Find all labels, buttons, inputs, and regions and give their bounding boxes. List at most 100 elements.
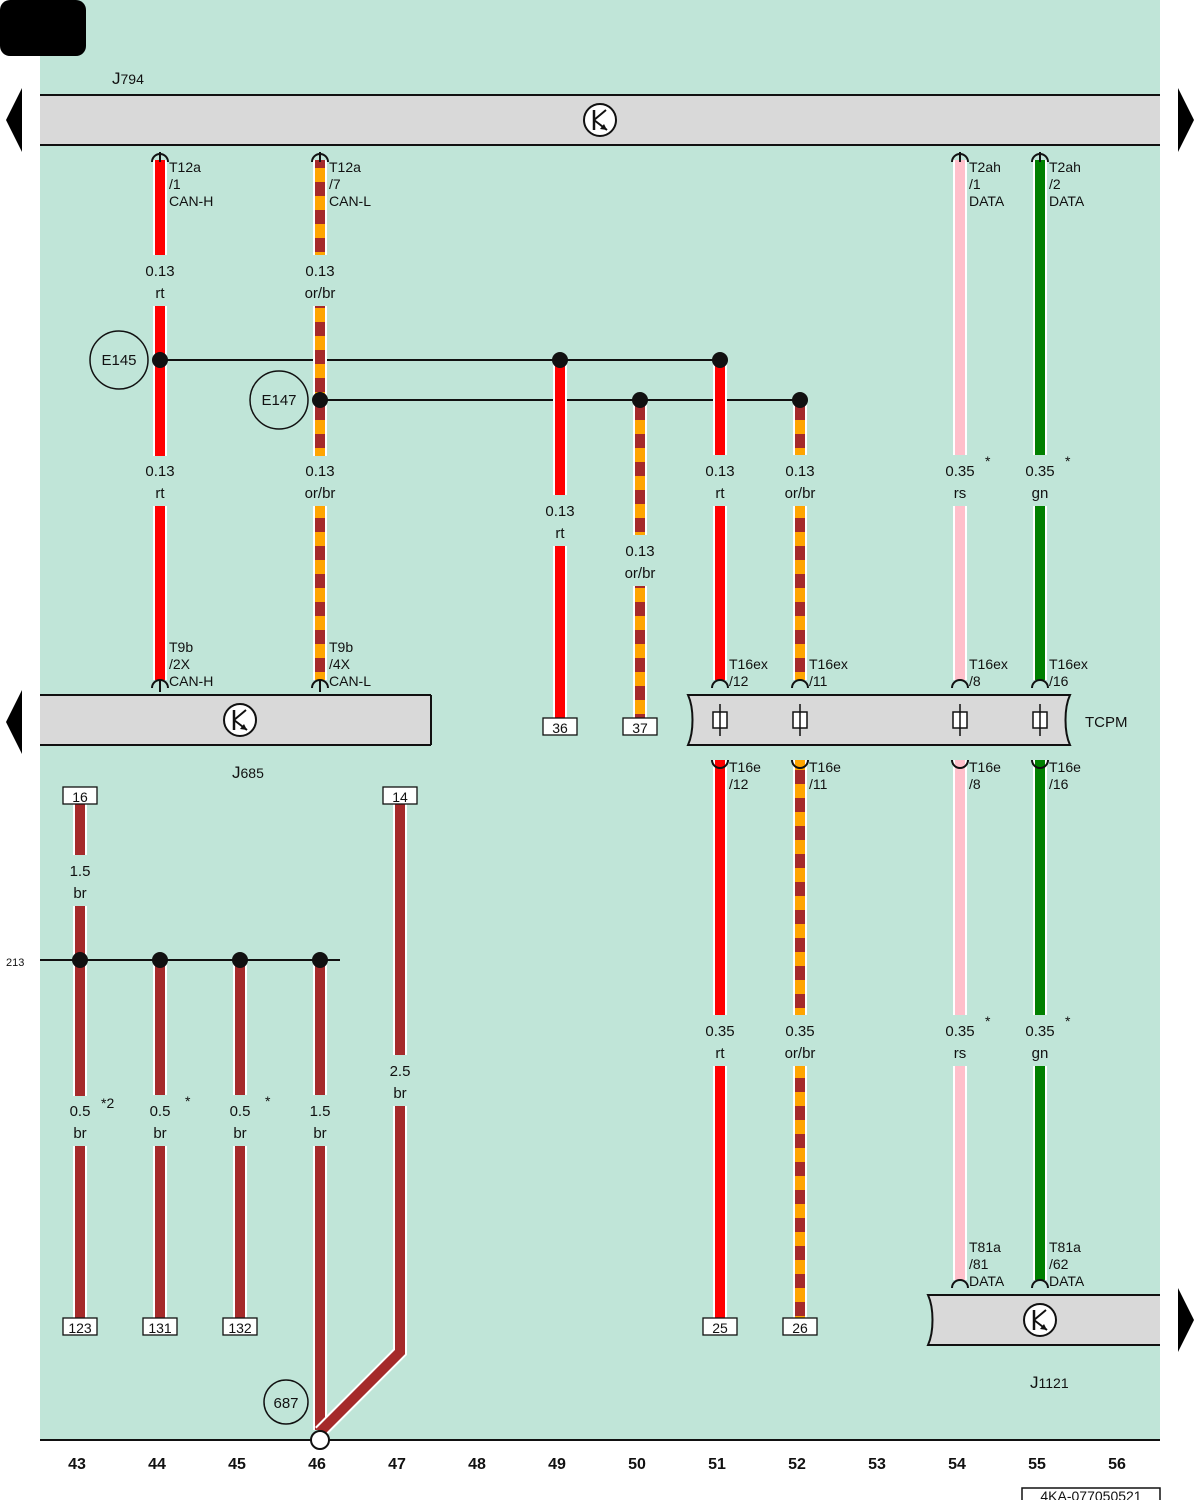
wire-col51-upper — [713, 360, 727, 455]
column-number: 53 — [868, 1456, 886, 1473]
component-tcpm[interactable] — [686, 694, 1072, 746]
svg-text:16: 16 — [72, 789, 88, 805]
wire-col43-mid — [73, 906, 87, 1096]
wire-col46-upper — [313, 160, 327, 255]
arrow-left-mid-icon[interactable] — [6, 690, 22, 754]
control-unit-icon — [223, 703, 257, 737]
wire-col50-lower — [633, 586, 647, 718]
splice-e145[interactable]: E145 — [89, 330, 149, 390]
control-unit-icon — [1023, 1303, 1057, 1337]
wire-col44-lower — [153, 506, 167, 680]
wire-col49-lower — [553, 546, 567, 718]
arrow-right-bottom-icon[interactable] — [1178, 1288, 1194, 1352]
svg-text:25: 25 — [712, 1320, 728, 1336]
wire-col51-lower — [713, 760, 727, 1015]
corner-tab — [0, 0, 86, 56]
connector-t16ex-16: T16ex/16 — [1049, 656, 1088, 689]
tcpm-label: TCPM — [1085, 714, 1128, 731]
j794-label: J794 — [112, 69, 144, 88]
svg-text:*: * — [985, 1013, 991, 1029]
svg-text:132: 132 — [228, 1320, 252, 1336]
arrow-left-top-icon[interactable] — [6, 88, 22, 152]
column-number: 50 — [628, 1456, 646, 1473]
wire-col52-mid — [793, 506, 807, 680]
column-number: 47 — [388, 1456, 406, 1473]
component-j685[interactable] — [40, 694, 432, 746]
terminal-132: 132 — [222, 1317, 258, 1336]
splice-e147[interactable]: E147 — [249, 370, 309, 430]
component-j794[interactable] — [40, 94, 1160, 146]
wire-col51-bottom — [713, 1066, 727, 1318]
connector-t16ex-11: T16ex/11 — [809, 656, 848, 689]
svg-text:*: * — [265, 1093, 271, 1109]
terminal-123: 123 — [62, 1317, 98, 1336]
junction-dots — [72, 352, 808, 968]
svg-text:4KA-077050521: 4KA-077050521 — [1040, 1488, 1141, 1500]
wire-col45-lower — [233, 1146, 247, 1318]
wire-col46-lower — [313, 506, 327, 680]
svg-text:*: * — [985, 453, 991, 469]
column-number: 55 — [1028, 1456, 1046, 1473]
svg-text:36: 36 — [552, 720, 568, 736]
wire-col44-ground-lower — [153, 1146, 167, 1318]
wire-col46-ground-lower — [313, 1146, 327, 1430]
wire-col55-mid — [1033, 506, 1047, 680]
wire-col43-lower — [73, 1146, 87, 1318]
wire-col50-upper — [633, 400, 647, 535]
column-numbers: 43 44 45 46 47 48 49 50 51 52 53 54 55 5… — [68, 1456, 1126, 1473]
connector-t16e-12: T16e/12 — [729, 759, 761, 792]
component-j1121[interactable] — [926, 1294, 1160, 1346]
column-number: 51 — [708, 1456, 726, 1473]
connector-t16ex-8: T16ex/8 — [969, 656, 1008, 689]
j1121-label: J1121 — [1030, 1373, 1069, 1392]
wire-col44-mid — [153, 306, 167, 456]
tcpm-pin-icons — [712, 704, 1048, 736]
wire-col54-lower — [953, 760, 967, 1015]
column-number: 43 — [68, 1456, 86, 1473]
footnote-markers: * * * * *2 * * — [101, 453, 1071, 1111]
column-number: 45 — [228, 1456, 246, 1473]
connector-t16ex-12: T16ex/12 — [729, 656, 768, 689]
svg-text:*: * — [1065, 1013, 1071, 1029]
column-number: 48 — [468, 1456, 486, 1473]
terminal-16: 16 — [62, 786, 98, 805]
control-unit-icon — [583, 103, 617, 137]
arrow-right-top-icon[interactable] — [1178, 88, 1194, 152]
column-number: 49 — [548, 1456, 566, 1473]
wire-col52-lower — [793, 760, 807, 1015]
connector-pin-icons — [151, 152, 1049, 1289]
ground-point-687[interactable]: 687 — [263, 1379, 309, 1425]
column-number: 46 — [308, 1456, 326, 1473]
svg-text:123: 123 — [68, 1320, 92, 1336]
terminal-14: 14 — [382, 786, 418, 805]
svg-text:131: 131 — [148, 1320, 172, 1336]
wire-col52-bottom — [793, 1066, 807, 1318]
column-number: 56 — [1108, 1456, 1126, 1473]
terminal-25: 25 — [702, 1317, 738, 1336]
wire-col46-ground-upper — [313, 960, 327, 1095]
svg-text:14: 14 — [392, 789, 408, 805]
terminal-131: 131 — [142, 1317, 178, 1336]
wire-col52-upper — [793, 400, 807, 455]
svg-text:E145: E145 — [101, 352, 136, 369]
